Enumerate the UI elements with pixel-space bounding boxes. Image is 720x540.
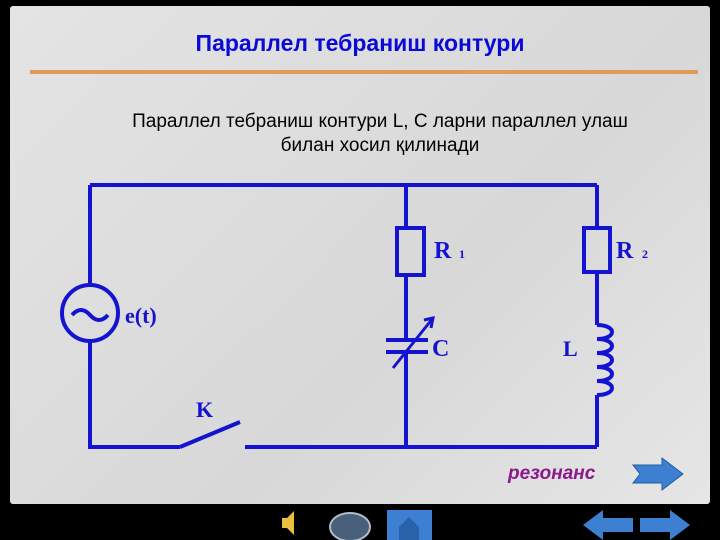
prev-arrow-icon[interactable] — [583, 510, 633, 540]
l-label: L — [563, 336, 578, 361]
resistor-r1 — [395, 226, 426, 277]
home-icon[interactable] — [387, 510, 432, 540]
description-line1: Параллел тебраниш контури L, C ларни пар… — [132, 111, 628, 132]
source-label: e(t) — [125, 303, 157, 328]
resonance-link[interactable]: резонанс — [508, 463, 596, 484]
globe-icon[interactable] — [329, 512, 371, 540]
inductor-coil — [596, 323, 614, 397]
r2-subscript: 2 — [642, 247, 648, 261]
capacitor-variable-arrow — [391, 316, 435, 369]
description: Параллел тебраниш контури L, C ларни пар… — [50, 110, 710, 158]
slide-title: Параллел тебраниш контури — [195, 30, 525, 56]
resistor-r2 — [582, 226, 612, 274]
r2-label: R — [616, 238, 634, 264]
source-circle — [60, 283, 120, 343]
r1-subscript: 1 — [459, 247, 465, 261]
description-line2: билан хосил қилинади — [280, 135, 480, 156]
slide — [10, 6, 710, 504]
speaker-icon[interactable] — [282, 511, 294, 535]
switch-k — [179, 420, 241, 449]
next-arrow-icon[interactable] — [640, 510, 690, 540]
wire-left — [88, 185, 180, 449]
r1-label: R — [434, 238, 452, 264]
resonance-next-arrow-icon[interactable] — [631, 456, 684, 492]
title-divider — [30, 70, 698, 74]
c-label: C — [432, 336, 449, 362]
source-tilde — [70, 308, 110, 322]
k-label: K — [196, 397, 213, 422]
